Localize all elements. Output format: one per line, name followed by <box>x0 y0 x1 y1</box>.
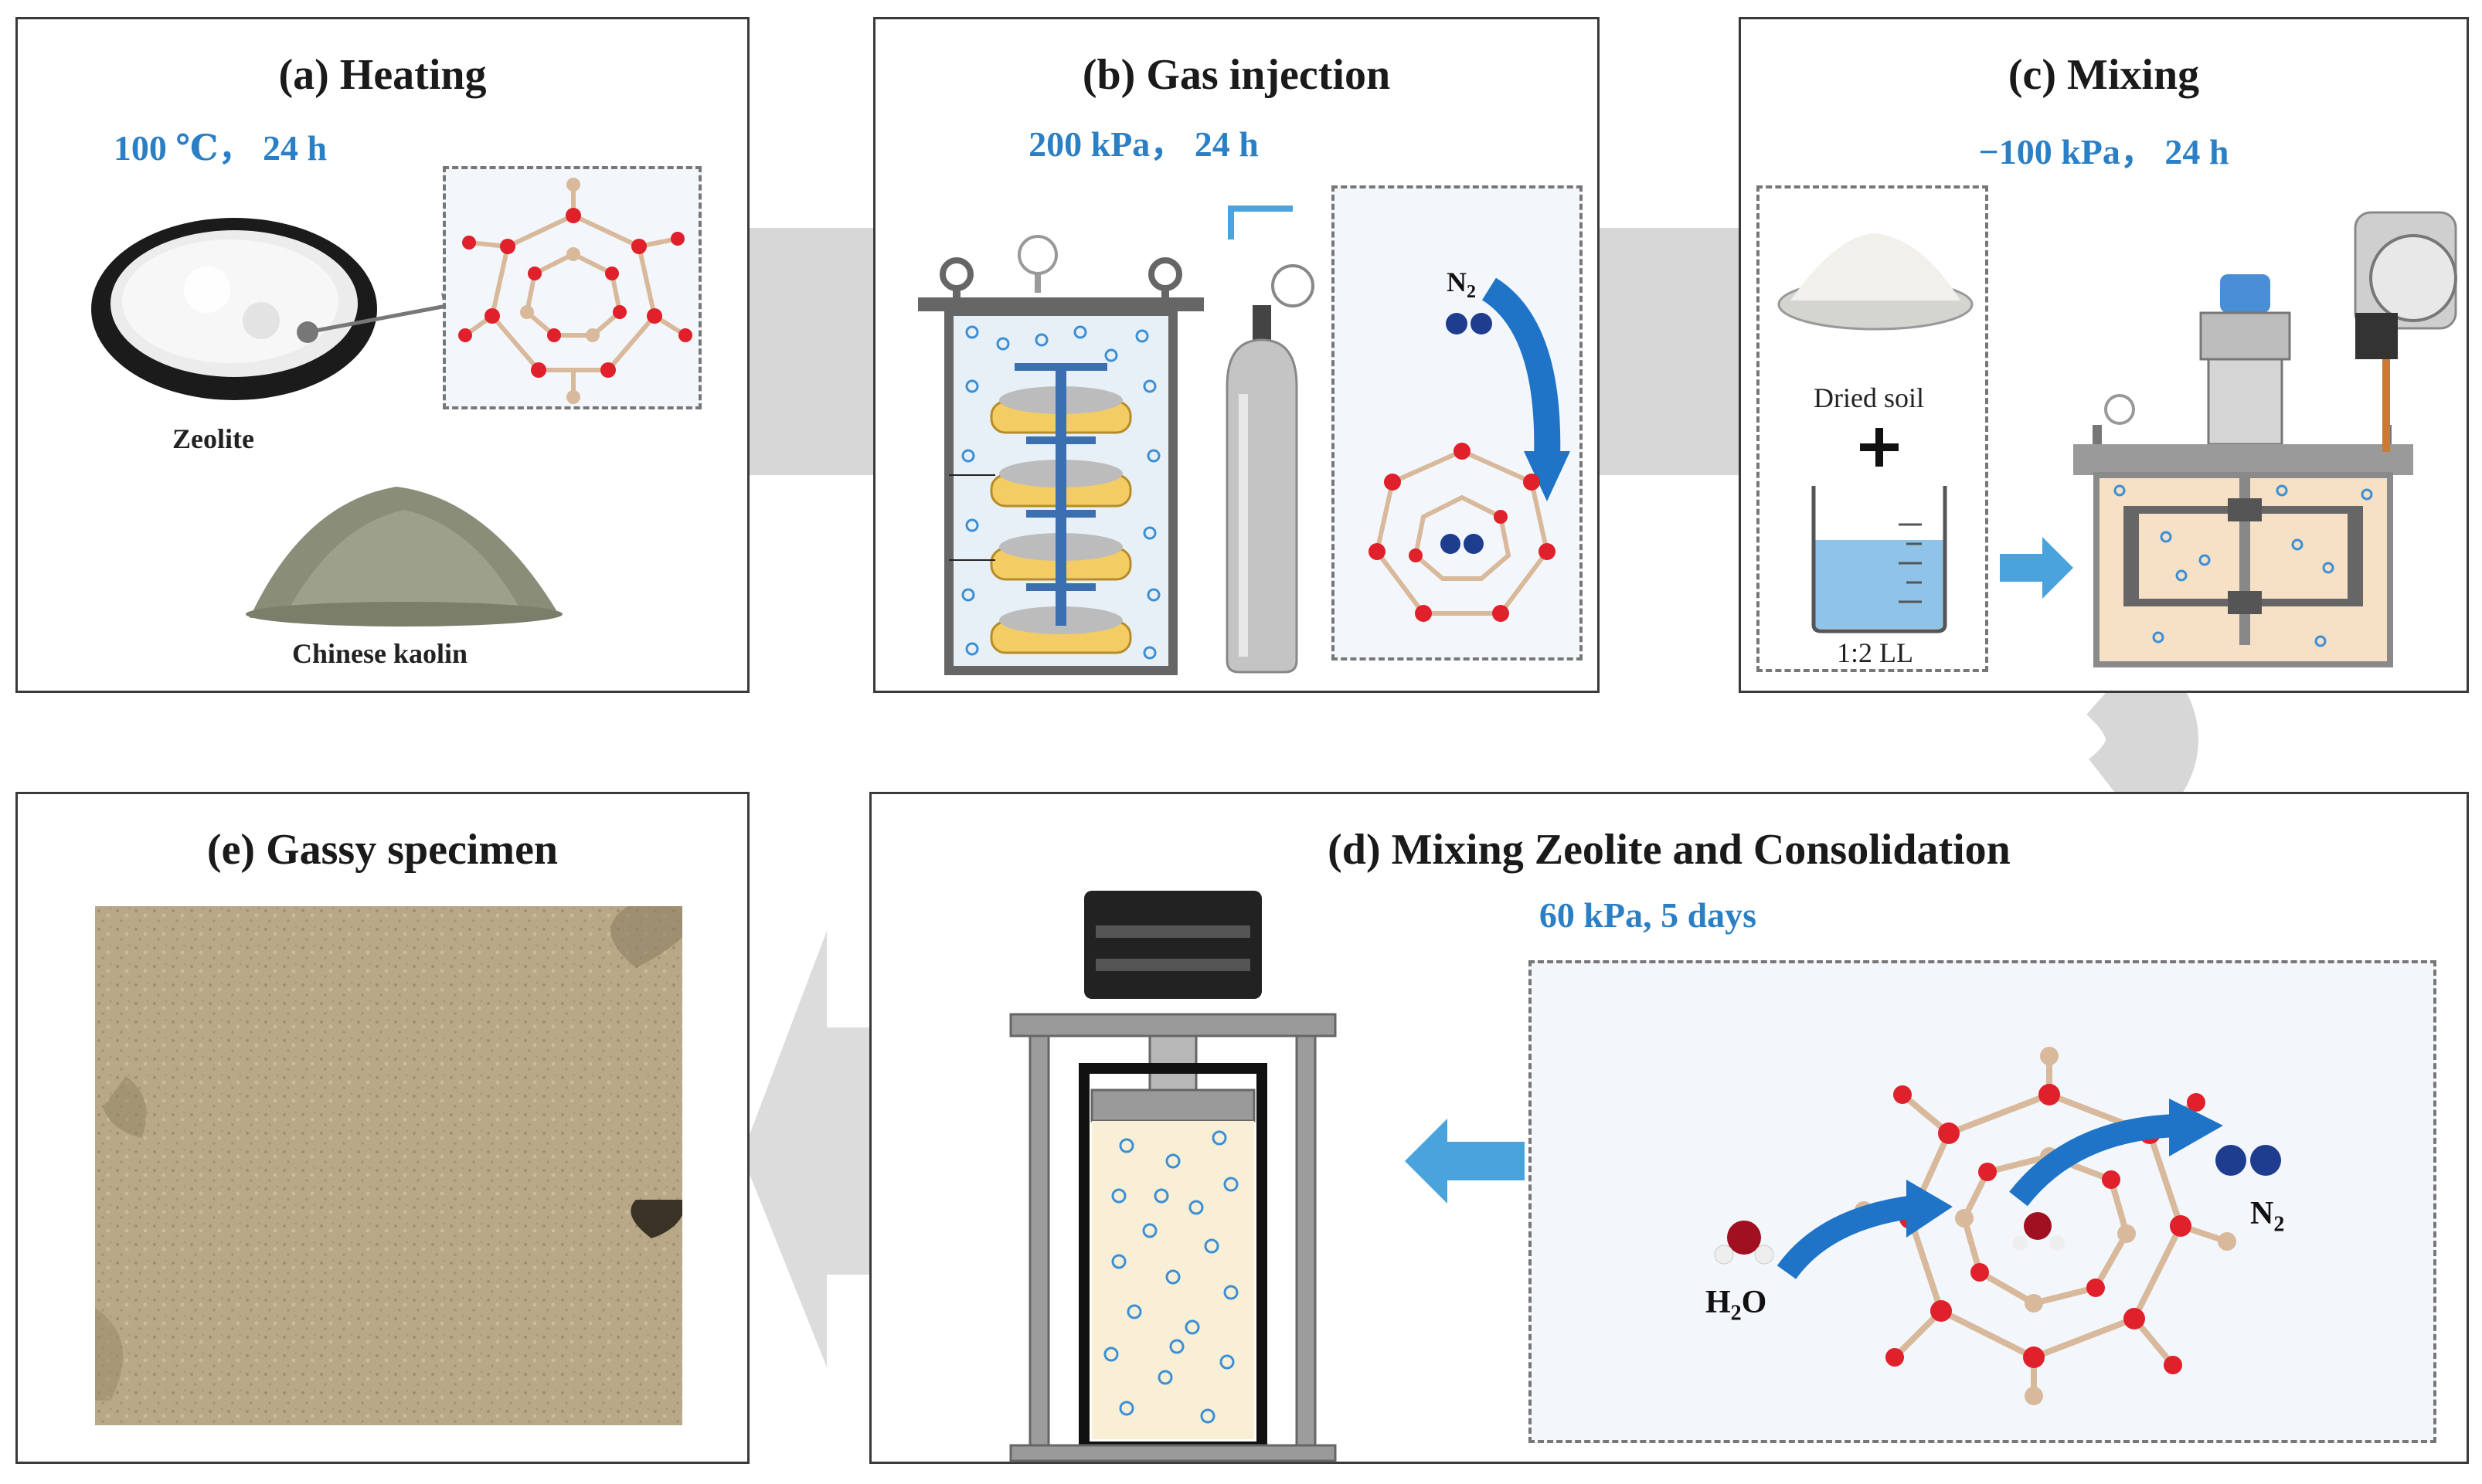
n2-molecule-d <box>2215 1145 2281 1176</box>
kaolin-pile-image <box>246 487 563 627</box>
zeolite-structure-box-b: N2 <box>1331 185 1583 660</box>
label-dried-soil: Dried soil <box>1814 382 1924 413</box>
connector-b-c <box>1596 228 1750 475</box>
panel-a-condition: 100 ℃， 24 h <box>113 128 328 168</box>
panel-b-title: (b) Gas injection <box>1082 51 1391 99</box>
panel-consolidation: (d) Mixing Zeolite and Consolidation 60 … <box>869 792 2469 1464</box>
gas-label-d: N2 <box>2250 1196 2285 1237</box>
label-zeolite: Zeolite <box>172 423 254 454</box>
blue-arrow-left <box>1405 1119 1525 1204</box>
pointer-arrow <box>307 293 462 334</box>
panel-gassy-specimen: (e) Gassy specimen <box>15 792 750 1464</box>
gas-injection-arrow <box>1481 277 1570 501</box>
water-molecule <box>1714 1221 1774 1265</box>
ingredients-box: Dried soil 1:2 LL <box>1756 185 1988 672</box>
panel-b-condition: 200 kPa， 24 h <box>1028 124 1259 164</box>
n2-exit-arrow <box>2009 1099 2223 1207</box>
panel-c-title: (c) Mixing <box>2008 51 2200 99</box>
pressure-gauge-top <box>1018 235 1058 293</box>
zeolite-framework-b <box>1368 443 1556 622</box>
water-label: H2O <box>1705 1285 1767 1326</box>
panel-c-condition: −100 kPa， 24 h <box>1978 132 2229 171</box>
connector-c-d-curve <box>2085 645 2198 833</box>
label-chinese-kaolin: Chinese kaolin <box>292 638 468 669</box>
connector-a-b <box>742 228 877 475</box>
water-beaker <box>1811 486 1947 633</box>
gas-chamber-apparatus <box>918 257 1204 675</box>
gas-label-b: N2 <box>1447 267 1476 303</box>
panel-e-title: (e) Gassy specimen <box>206 826 559 874</box>
zeolite-framework-a <box>458 178 692 404</box>
panel-heating: (a) Heating 100 ℃， 24 h Zeolite <box>15 17 750 693</box>
panel-mixing: (c) Mixing −100 kPa， 24 h Dried soil 1:2… <box>1739 17 2469 693</box>
n2-molecule-b <box>1446 313 1492 334</box>
panel-d-title: (d) Mixing Zeolite and Consolidation <box>1328 826 2011 874</box>
zeolite-structure-box-a <box>443 166 702 409</box>
label-ratio: 1:2 LL <box>1837 637 1913 668</box>
panel-a-title: (a) Heating <box>278 51 487 99</box>
flow-arrow-d-to-e <box>742 931 869 1367</box>
water-exchange-box: H2O N2 <box>1528 960 2436 1443</box>
panel-d-condition: 60 kPa, 5 days <box>1538 895 1757 935</box>
specimen-photo <box>95 906 682 1425</box>
dried-soil-dish <box>1777 233 1974 331</box>
plus-sign <box>1860 428 1899 467</box>
gas-bubbles <box>1103 1130 1239 1424</box>
mixing-arrow <box>2000 537 2073 599</box>
gas-cylinder <box>1226 205 1314 674</box>
water-entry-arrow <box>1776 1180 1953 1279</box>
zeolite-dish-image <box>91 218 377 400</box>
consolidation-cell-apparatus <box>1009 891 1337 1462</box>
vacuum-mixer-apparatus <box>2073 211 2457 667</box>
panel-gas-injection: (b) Gas injection 200 kPa， 24 h <box>873 17 1600 693</box>
